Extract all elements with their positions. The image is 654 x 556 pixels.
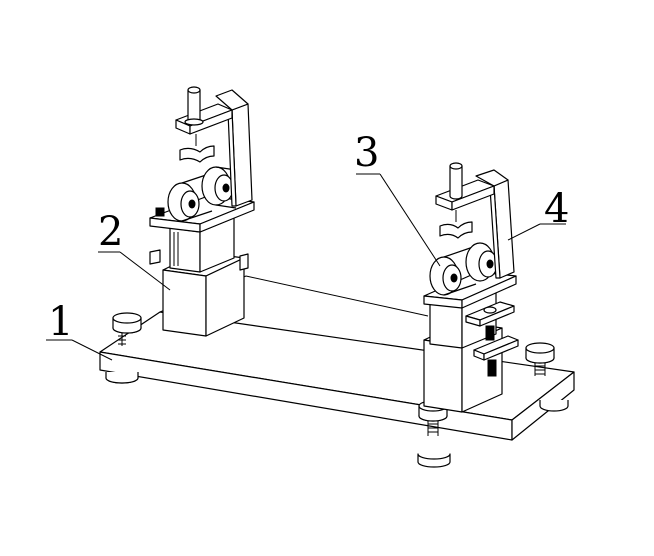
leader-3: [356, 173, 441, 267]
callout-2: 2: [98, 209, 123, 255]
right-c-bracket: [475, 169, 515, 279]
left-upper-column: [169, 217, 235, 273]
left-c-bracket: [215, 89, 253, 207]
callout-1: 1: [48, 299, 73, 345]
callout-3: 3: [354, 130, 379, 176]
right-clamp-screw: [449, 162, 463, 200]
leveling-screw-right: [525, 342, 555, 376]
leveling-screw-back-left: [112, 312, 142, 346]
left-clamp-arm: [175, 103, 233, 135]
right-adjust-tab-upper: [465, 301, 515, 341]
leader-4: [507, 223, 566, 241]
left-clamp-screw: [184, 86, 204, 126]
right-clamp-pad: [439, 210, 473, 239]
callout-4: 4: [544, 186, 569, 232]
right-adjust-tab-lower: [473, 335, 519, 377]
right-roller-pair: [429, 242, 498, 296]
foot-right: [539, 400, 569, 412]
left-clamp-pad: [179, 134, 215, 163]
leader-2: [98, 251, 171, 291]
leader-1: [46, 339, 113, 361]
right-clamp-arm: [435, 179, 495, 211]
foot-front-left: [105, 372, 139, 384]
left-roller-pair: [167, 166, 237, 222]
foot-front: [417, 453, 451, 468]
